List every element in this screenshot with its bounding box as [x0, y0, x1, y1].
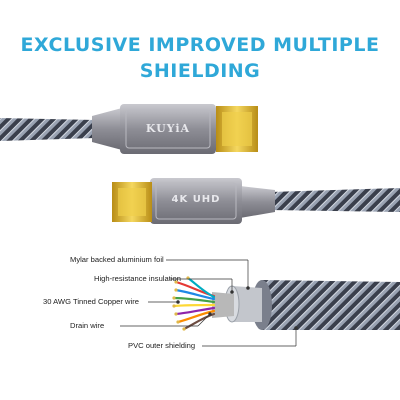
- label-insulation: High-resistance insulation: [94, 274, 181, 283]
- bottom-cable: [112, 178, 400, 224]
- label-copper-wire: 30 AWG Tinned Copper wire: [43, 297, 139, 306]
- label-pvc-shielding: PVC outer shielding: [128, 341, 196, 350]
- top-plug-housing: [120, 104, 216, 154]
- top-plug-brand: KUYiA: [145, 122, 191, 135]
- top-cable: [0, 104, 258, 154]
- label-drain-wire: Drain wire: [70, 321, 105, 330]
- cable-cross-section: [172, 276, 400, 331]
- label-mylar-foil: Mylar backed aluminium foil: [70, 255, 164, 264]
- headline-line-2: SHIELDING: [139, 60, 261, 82]
- callout-lines: [120, 259, 298, 347]
- bottom-plug-badge: 4K UHD: [171, 194, 221, 205]
- headline-line-1: EXCLUSIVE IMPROVED MULTIPLE: [20, 34, 380, 56]
- bottom-plug-housing: [150, 178, 242, 224]
